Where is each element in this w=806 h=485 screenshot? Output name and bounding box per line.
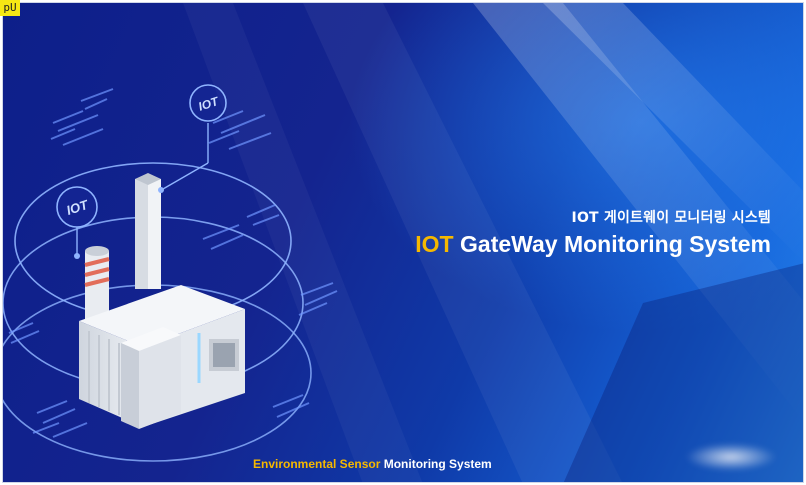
data-dashes <box>8 88 338 438</box>
subtitle-korean: IOT 게이트웨이 모니터링 시스템 <box>571 210 771 226</box>
light-rays <box>183 3 803 482</box>
background-illustration: IOT IOT <box>3 3 803 482</box>
blurred-logo <box>685 443 777 471</box>
footer-tagline: Environmental Sensor Monitoring System <box>253 457 492 471</box>
iot-bubble-left <box>56 186 98 259</box>
main-title: IOT GateWay Monitoring System <box>415 231 771 258</box>
factory-illustration <box>79 173 245 429</box>
tagline-accent: Environmental Sensor <box>253 457 381 471</box>
main-title-accent: IOT <box>415 231 454 257</box>
main-title-rest: GateWay Monitoring System <box>453 231 771 257</box>
iot-bubble-left-label: IOT <box>65 197 91 218</box>
iot-bubble-top-label: IOT <box>197 94 222 114</box>
iot-bubble-top <box>158 84 227 193</box>
tagline-rest: Monitoring System <box>380 457 492 471</box>
window-badge: pU <box>0 0 20 16</box>
